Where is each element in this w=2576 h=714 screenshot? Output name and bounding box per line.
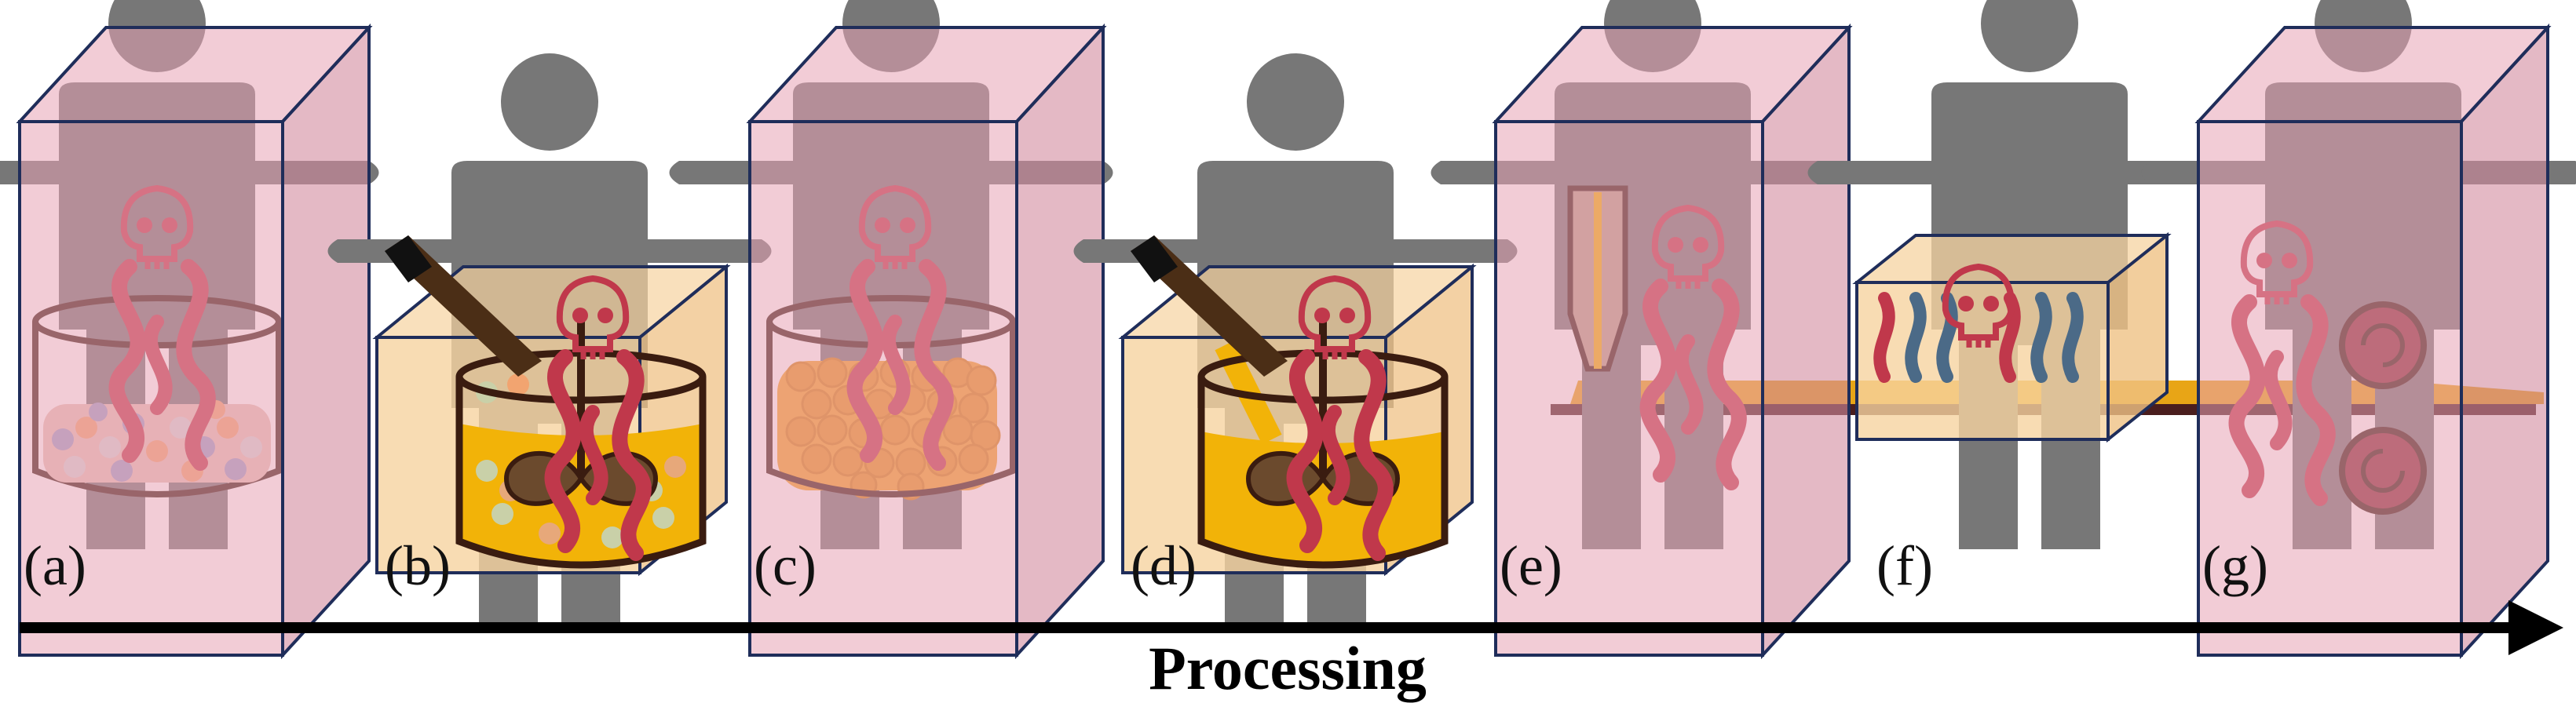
- panel-a: (a): [0, 0, 379, 660]
- glovebox-enclosure: [2194, 23, 2552, 660]
- panel-label-d: (d): [1131, 534, 1197, 597]
- panel-f: (f): [1807, 0, 2252, 597]
- panel-c: (c): [669, 0, 1113, 660]
- panel-label-a: (a): [24, 534, 86, 597]
- processing-axis-label: Processing: [1149, 634, 1427, 702]
- panel-b: (b): [327, 53, 772, 628]
- glovebox-enclosure: [746, 23, 1107, 660]
- panel-label-f: (f): [1876, 534, 1933, 597]
- processing-arrow: [20, 600, 2563, 655]
- panel-label-e: (e): [1500, 534, 1562, 597]
- mixing-beaker: [1197, 322, 1449, 569]
- glovebox-enclosure: [16, 23, 373, 660]
- drying-oven-box: [1852, 231, 2172, 443]
- panel-e: (e): [1431, 0, 1875, 660]
- mixing-beaker: [455, 322, 707, 569]
- evaporating-solvent: [1873, 292, 2084, 383]
- panel-label-b: (b): [385, 534, 451, 597]
- panel-label-c: (c): [754, 534, 817, 597]
- arrow-head-icon: [2508, 600, 2563, 655]
- panel-label-g: (g): [2202, 534, 2268, 597]
- panel-d: (d): [1073, 53, 1518, 628]
- glovebox-enclosure: [1492, 23, 1853, 660]
- panel-g: (g): [2141, 0, 2576, 660]
